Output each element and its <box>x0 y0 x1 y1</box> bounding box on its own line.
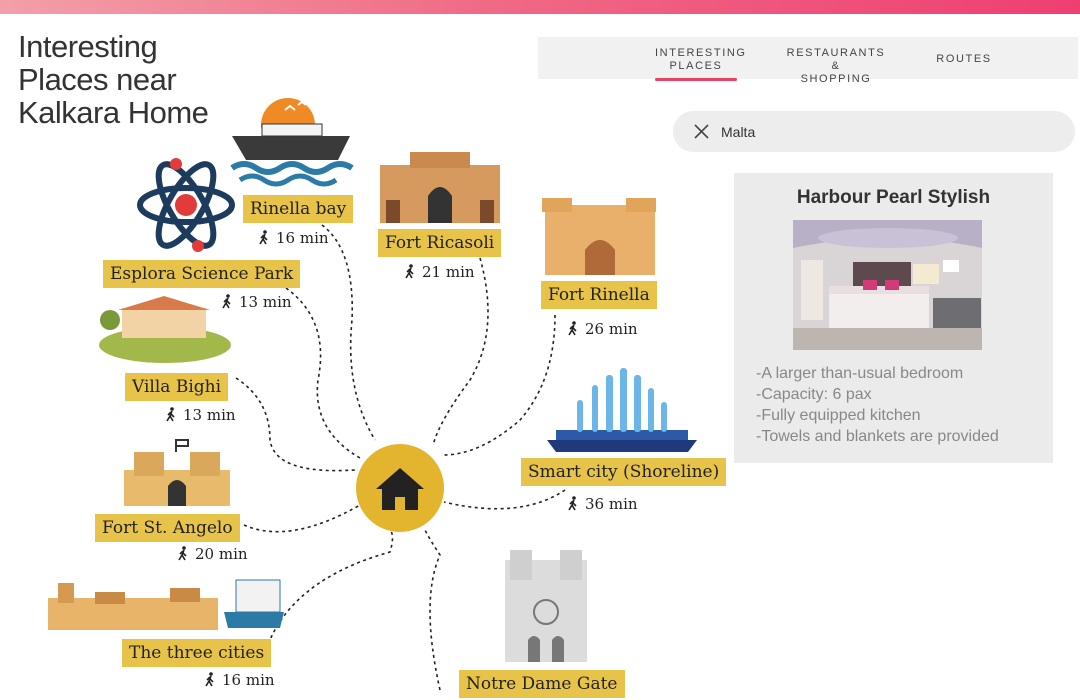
place-label-fort-ricasoli[interactable]: Fort Ricasoli <box>378 229 502 257</box>
three-cities-illustration <box>48 579 284 630</box>
list-item: -Capacity: 6 pax <box>756 386 872 403</box>
list-item: -Towels and blankets are provided <box>756 428 999 445</box>
place-label-esplora-science-park[interactable]: Esplora Science Park <box>103 260 301 288</box>
villa-bighi-illustration <box>99 296 231 363</box>
walking-person-icon <box>205 672 214 687</box>
place-time-villa-bighi: 13 min <box>165 406 236 424</box>
home-hub <box>356 444 444 532</box>
walking-person-icon <box>405 264 414 279</box>
close-icon[interactable] <box>693 123 710 140</box>
page-title: Interesting Places near Kalkara Home <box>18 29 209 130</box>
walking-person-icon <box>166 407 175 422</box>
place-label-villa-bighi[interactable]: Villa Bighi <box>125 373 229 401</box>
list-item: -Fully equipped kitchen <box>756 407 921 424</box>
walking-person-icon <box>568 496 577 511</box>
place-label-rinella-bay[interactable]: Rinella bay <box>243 195 354 223</box>
tab-bar: INTERESTING PLACES RESTAURANTS & SHOPPIN… <box>538 37 1078 85</box>
walking-person-icon <box>178 546 187 561</box>
listing-card[interactable]: Harbour Pearl Stylish -A larger than-usu… <box>734 173 1053 463</box>
listing-title: Harbour Pearl Stylish <box>796 187 991 208</box>
place-label-three-cities[interactable]: The three cities <box>122 639 272 667</box>
place-time-fort-rinella: 26 min <box>567 320 638 338</box>
fort-st-angelo-illustration <box>124 439 230 506</box>
search-input[interactable] <box>719 119 1053 145</box>
place-time-smart-city: 36 min <box>567 495 638 513</box>
listing-photo <box>793 220 982 350</box>
listing-features: -A larger than-usual bedroom -Capacity: … <box>756 363 999 447</box>
place-time-rinella-bay: 16 min <box>258 229 329 247</box>
tab-interesting-places[interactable]: INTERESTING PLACES <box>655 47 745 81</box>
search-bar <box>673 111 1075 152</box>
tab-restaurants-shopping[interactable]: RESTAURANTS & SHOPPING <box>786 47 886 85</box>
place-time-esplora-science-park: 13 min <box>221 293 292 311</box>
notre-dame-illustration <box>505 550 587 662</box>
place-label-fort-rinella[interactable]: Fort Rinella <box>541 281 657 309</box>
rinella-bay-illustration <box>230 98 354 187</box>
walking-person-icon <box>568 321 577 336</box>
home-icon <box>376 468 424 510</box>
list-item: -A larger than-usual bedroom <box>756 365 964 382</box>
walking-person-icon <box>222 294 231 309</box>
active-tab-underline <box>655 78 737 81</box>
smart-city-fountain-illustration <box>547 368 697 452</box>
place-label-fort-st-angelo[interactable]: Fort St. Angelo <box>95 514 240 542</box>
place-time-fort-st-angelo: 20 min <box>177 545 248 563</box>
fort-ricasoli-illustration <box>380 152 500 223</box>
fort-rinella-illustration <box>542 198 656 275</box>
place-label-notre-dame-gate[interactable]: Notre Dame Gate <box>459 670 625 698</box>
walking-person-icon <box>259 230 268 245</box>
science-park-illustration <box>137 158 235 252</box>
place-time-fort-ricasoli: 21 min <box>404 263 475 281</box>
place-time-three-cities: 16 min <box>204 671 275 689</box>
tab-routes[interactable]: ROUTES <box>936 53 992 65</box>
places-map <box>48 98 697 691</box>
top-gradient-bar <box>0 0 1080 14</box>
place-label-smart-city[interactable]: Smart city (Shoreline) <box>521 458 727 486</box>
